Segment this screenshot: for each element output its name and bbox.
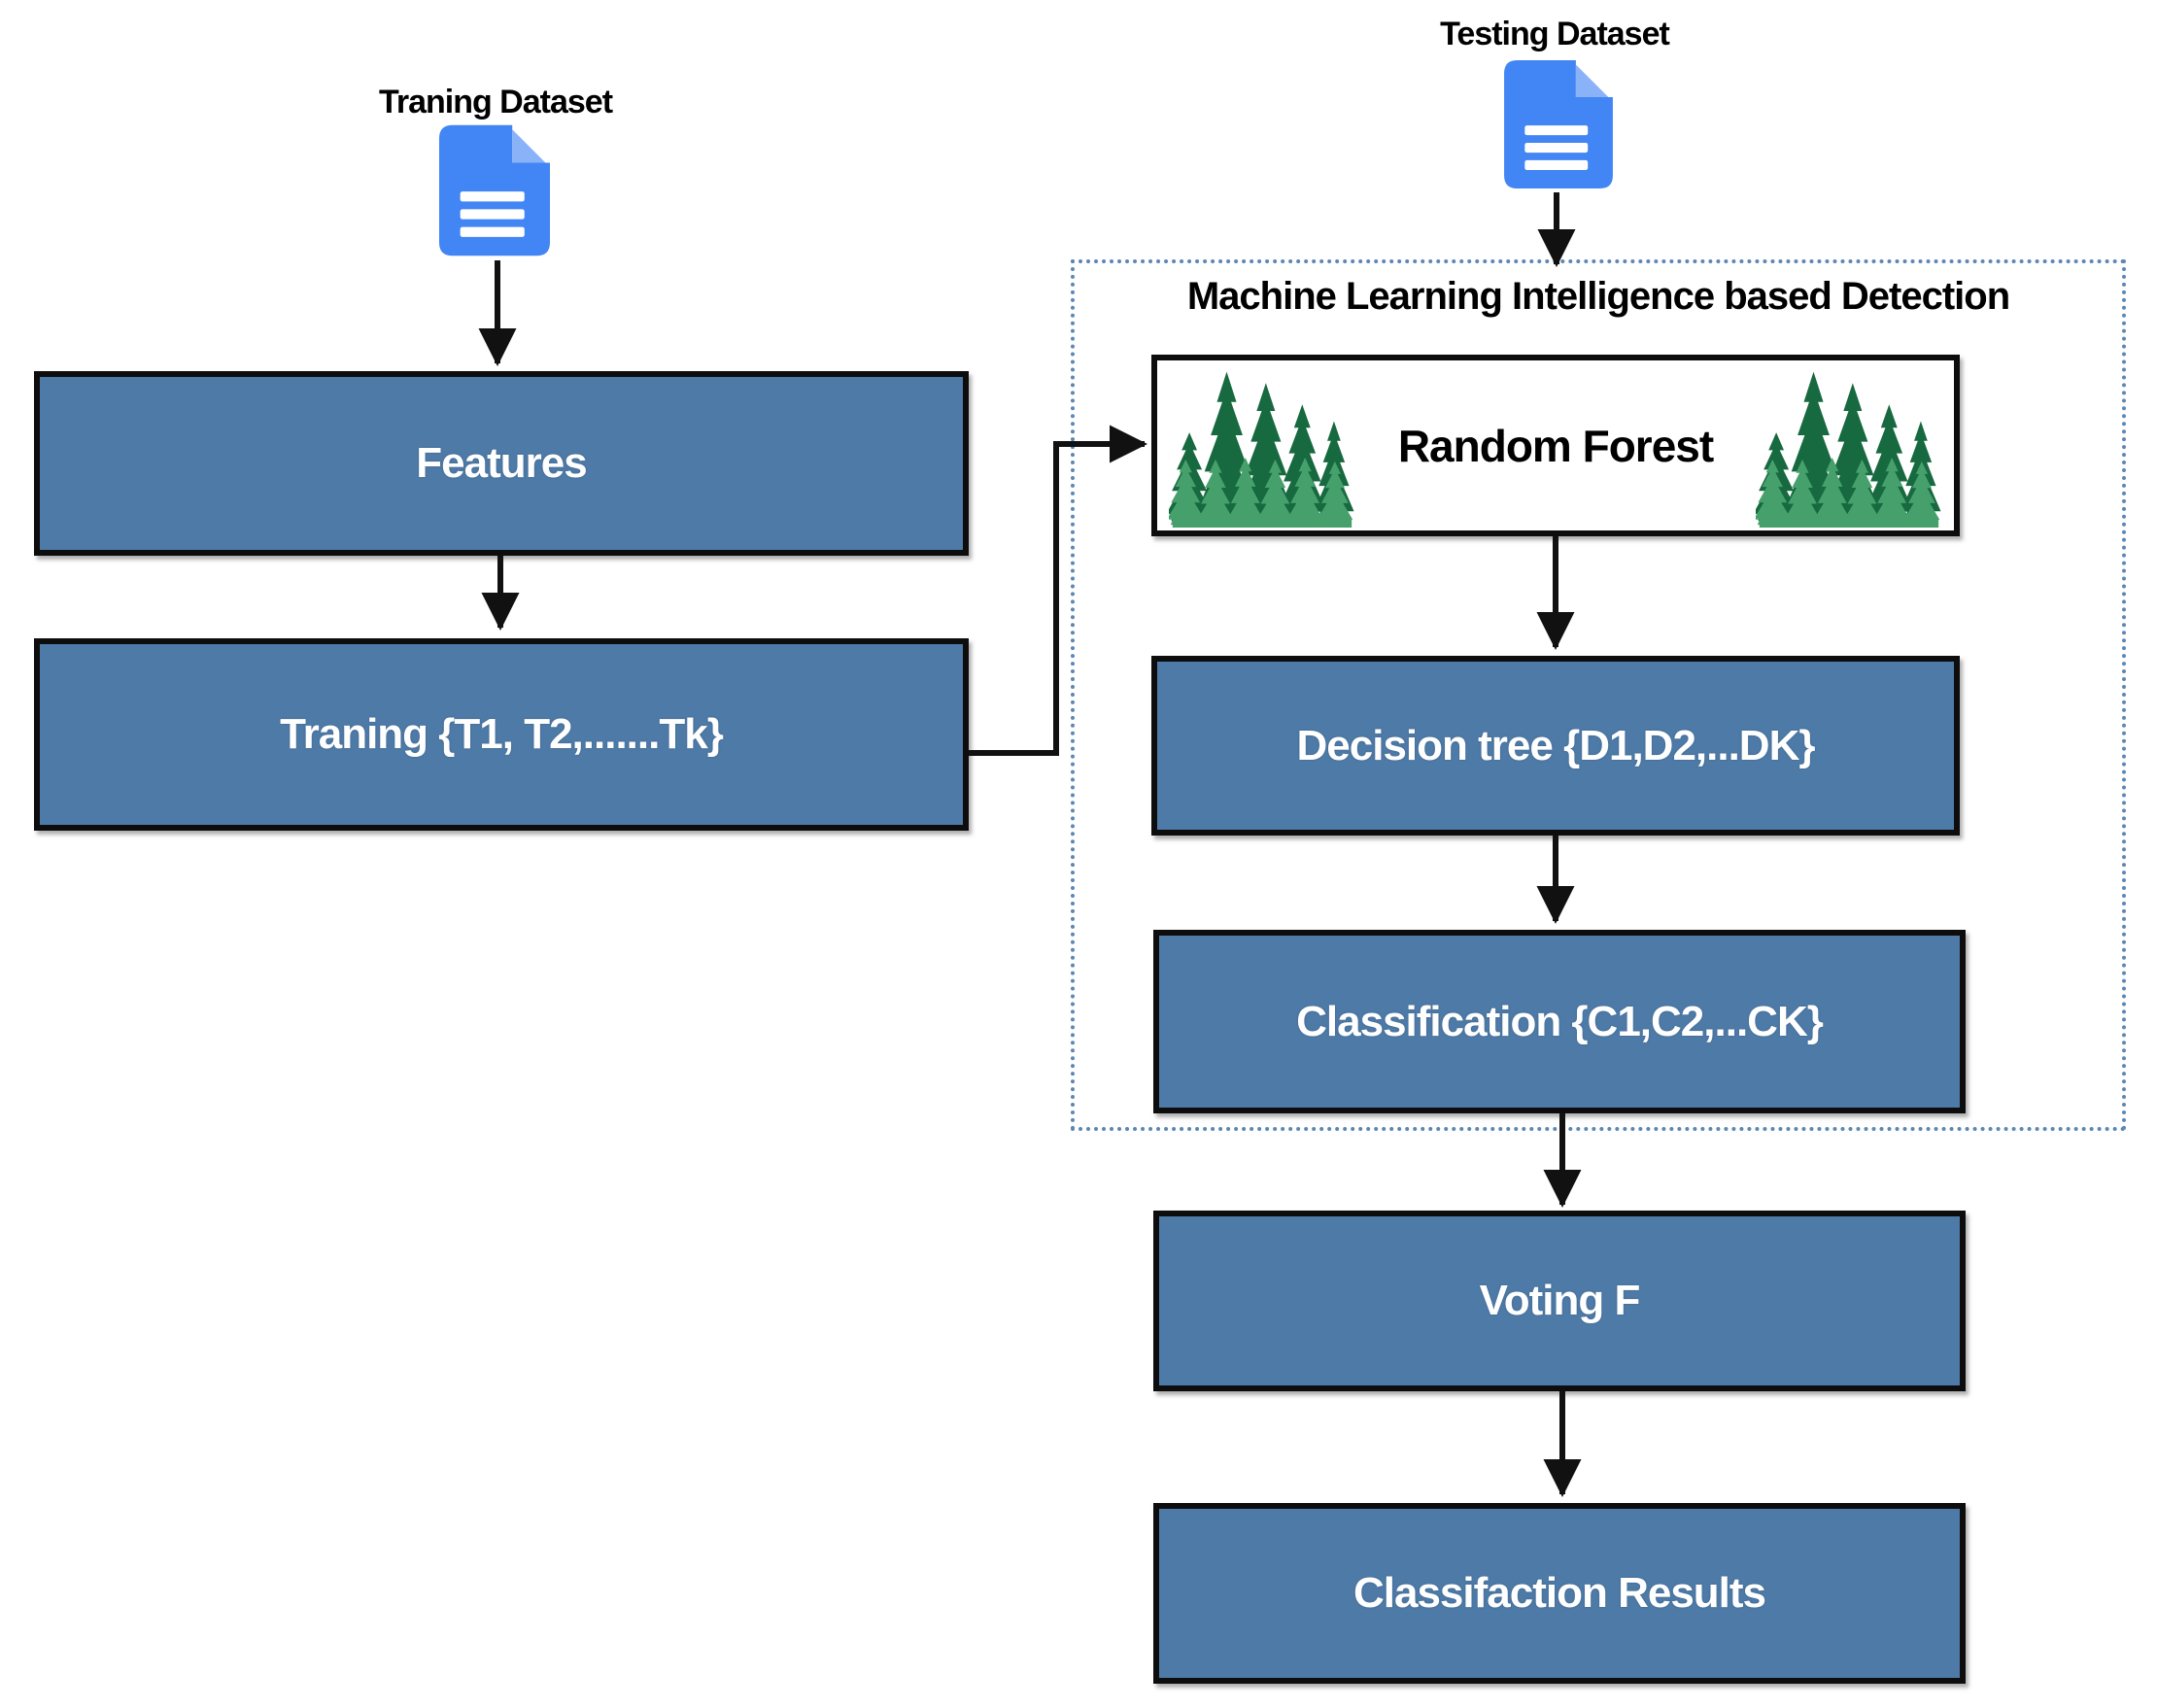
voting-label: Voting F: [1479, 1277, 1641, 1324]
decision-tree-box: Decision tree {D1,D2,...DK}: [1151, 656, 1960, 836]
training-label: Traning {T1, T2,.......Tk}: [280, 710, 724, 758]
forest-icon: [1756, 371, 1941, 528]
training-dataset-label: Traning Dataset: [378, 84, 613, 120]
classification-results-box: Classifaction Results: [1153, 1503, 1966, 1684]
forest-icon: [1169, 371, 1354, 528]
features-box: Features: [34, 371, 969, 556]
classification-box: Classification {C1,C2,...CK}: [1153, 930, 1966, 1113]
decision-tree-label: Decision tree {D1,D2,...DK}: [1296, 721, 1816, 769]
classification-label: Classification {C1,C2,...CK}: [1296, 997, 1824, 1045]
features-label: Features: [416, 439, 587, 487]
random-forest-box: Random Forest: [1151, 355, 1960, 536]
classification-results-label: Classifaction Results: [1352, 1569, 1766, 1617]
ml-detection-title: Machine Learning Intelligence based Dete…: [1186, 275, 2010, 318]
random-forest-label: Random Forest: [1397, 420, 1714, 471]
training-box: Traning {T1, T2,.......Tk}: [34, 638, 969, 831]
document-icon: [439, 124, 550, 256]
voting-box: Voting F: [1153, 1211, 1966, 1391]
testing-dataset-label: Testing Dataset: [1440, 16, 1670, 52]
document-icon: [1504, 60, 1613, 188]
